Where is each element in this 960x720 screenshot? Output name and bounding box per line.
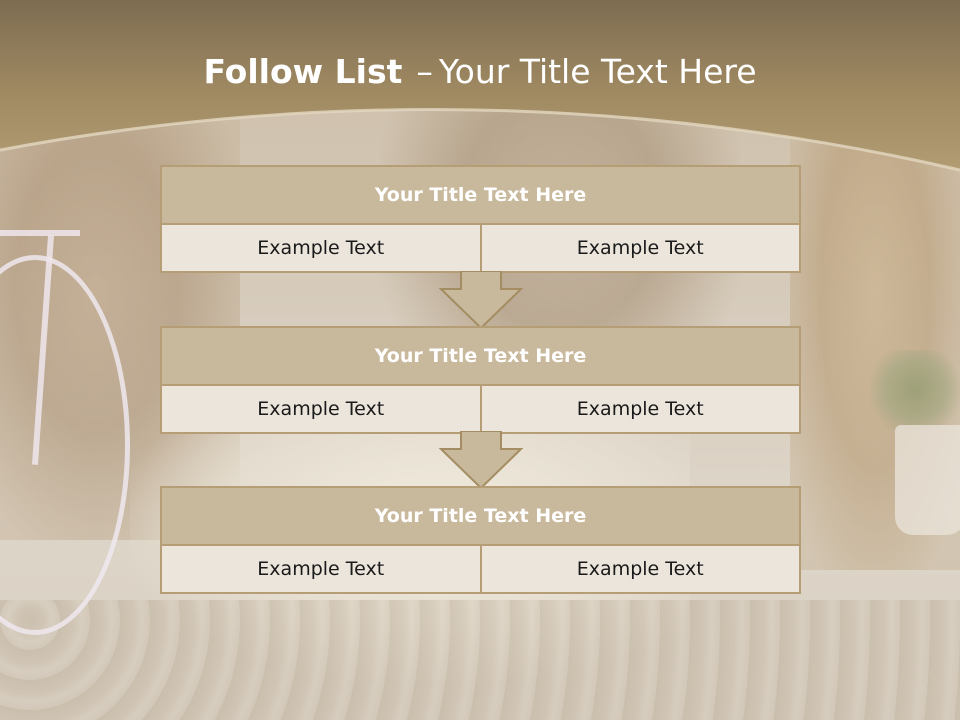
page-title-bold: Follow List [203,52,403,91]
box-cell-right[interactable]: Example Text [479,225,799,271]
box-cells: Example Text Example Text [162,225,799,271]
cobblestone-floor [0,600,960,720]
box-cell-left[interactable]: Example Text [162,386,480,432]
box-cell-left[interactable]: Example Text [162,225,480,271]
flower-plant [870,350,960,430]
list-box-1: Your Title Text Here Example Text Exampl… [160,165,801,273]
box-cells: Example Text Example Text [162,386,799,432]
box-cells: Example Text Example Text [162,546,799,592]
page-title: Follow List–Your Title Text Here [0,52,960,91]
box-title[interactable]: Your Title Text Here [162,488,799,546]
box-cell-right[interactable]: Example Text [479,386,799,432]
page-title-rest: Your Title Text Here [438,52,757,91]
pitcher [895,425,960,535]
page-title-separator: – [416,52,433,91]
list-box-2: Your Title Text Here Example Text Exampl… [160,326,801,434]
box-cell-right[interactable]: Example Text [479,546,799,592]
bicycle-bar [0,230,80,236]
box-cell-left[interactable]: Example Text [162,546,480,592]
header-band [0,0,960,172]
box-title[interactable]: Your Title Text Here [162,328,799,386]
down-arrow-icon [439,431,523,490]
list-box-3: Your Title Text Here Example Text Exampl… [160,486,801,594]
box-title[interactable]: Your Title Text Here [162,167,799,225]
down-arrow-icon [439,271,523,330]
